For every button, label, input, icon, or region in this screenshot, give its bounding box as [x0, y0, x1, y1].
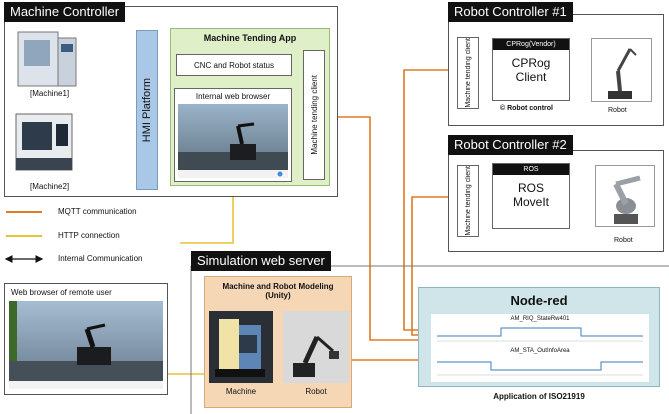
node-red-chart1 — [437, 327, 643, 342]
ros-box: ROS ROS MoveIt — [492, 163, 570, 229]
robot1-label: Robot — [608, 107, 627, 114]
robot1-tending-client-label: Machine tending client — [464, 38, 472, 108]
robot2-tending-client: Machine tending client — [457, 165, 479, 237]
modeling-panel: Machine and Robot Modeling (Unity) Machi… — [204, 276, 352, 408]
robot2-tending-client-label: Machine tending client — [464, 166, 472, 236]
node-red-title: Node-red — [510, 293, 568, 308]
ros-name-line2: MoveIt — [512, 195, 549, 209]
node-red-caption: Application of ISO21919 — [493, 392, 585, 401]
node-red-chart2-title: AM_STA_OutInfoArea — [510, 348, 570, 354]
hmi-platform: HMI Platform — [136, 30, 158, 190]
robot-model-image — [283, 311, 349, 383]
cnc-robot-status-label: CNC and Robot status — [193, 60, 275, 70]
machine2-label: [Machine2] — [30, 182, 70, 191]
machine1-image — [12, 30, 82, 88]
modeling-title-line2: (Unity) — [265, 291, 291, 300]
cnc-robot-status-box: CNC and Robot status — [176, 54, 292, 76]
machine-tending-client-label: Machine tending client — [309, 75, 319, 155]
node-red-chart1-title: AM_RIQ_StateRw401 — [510, 316, 570, 322]
cprog-name-line2: Client — [515, 70, 547, 84]
legend-internal: Internal Communication — [58, 254, 143, 263]
cprog-name-line1: CPRog — [511, 56, 551, 70]
browser-simulation-view — [178, 104, 288, 178]
machine-model-image — [209, 311, 273, 383]
mqtt-line-machine — [328, 116, 418, 341]
robot2-label: Robot — [614, 237, 633, 244]
machine-tending-client-1: Machine tending client — [303, 50, 325, 180]
machine2-image — [12, 110, 82, 172]
robot-controller-1-title: Robot Controller #1 — [448, 2, 573, 22]
remote-browser-panel: Web browser of remote user — [4, 283, 168, 395]
node-red-charts: AM_RIQ_StateRw401 AM_STA_OutInfoArea — [431, 314, 649, 382]
internal-web-browser-label: Internal web browser — [195, 92, 271, 101]
modeling-title-line1: Machine and Robot Modeling — [222, 282, 334, 291]
hmi-platform-label: HMI Platform — [141, 77, 153, 143]
legend-http: HTTP connection — [58, 231, 120, 240]
cprog-vendor-header: CPRog(Vendor) — [493, 39, 569, 50]
ros-header: ROS — [493, 164, 569, 175]
ros-name-line1: ROS — [517, 181, 544, 195]
machine-model-label: Machine — [225, 387, 257, 396]
legend: MQTT communication HTTP connection Inter… — [4, 205, 194, 265]
remote-browser-title: Web browser of remote user — [11, 288, 112, 297]
node-red-panel: Node-red AM_RIQ_StateRw401 AM_STA_OutInf… — [418, 287, 660, 387]
robot-control-label: © Robot control — [500, 105, 553, 112]
simulation-server-title: Simulation web server — [191, 251, 331, 271]
mqtt-line-robot1 — [403, 69, 457, 331]
internal-web-browser: Internal web browser — [174, 88, 292, 182]
machine-controller-title: Machine Controller — [4, 2, 126, 22]
legend-mqtt: MQTT communication — [58, 207, 137, 216]
robot1-tending-client: Machine tending client — [457, 37, 479, 109]
robot2-image — [595, 165, 655, 227]
machine-tending-app-title: Machine Tending App — [203, 33, 297, 43]
cprog-box: CPRog(Vendor) CPRog Client — [492, 38, 570, 101]
robot-model-label: Robot — [305, 387, 327, 396]
remote-simulation-view — [9, 301, 163, 389]
robot1-image — [591, 38, 652, 102]
machine1-label: [Machine1] — [30, 89, 70, 98]
node-red-chart2 — [437, 361, 643, 376]
robot-controller-2-title: Robot Controller #2 — [448, 135, 573, 155]
http-line-browser — [180, 180, 234, 244]
